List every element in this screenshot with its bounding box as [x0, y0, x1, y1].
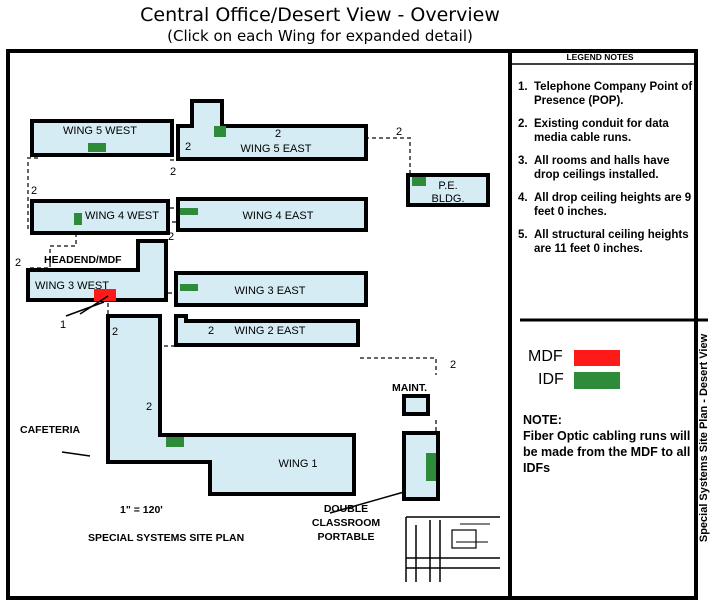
- headend-mdf-label: HEADEND/MDF: [44, 254, 122, 266]
- wing-5-east-label: WING 5 EAST: [241, 143, 312, 155]
- callout-2: 2: [112, 326, 118, 338]
- wing-5-east[interactable]: [176, 99, 368, 161]
- wing-1[interactable]: [106, 314, 356, 496]
- pe-building-label-2: BLDG.: [431, 193, 464, 205]
- legend-heading: LEGEND NOTES: [566, 52, 634, 62]
- portable-label-1: DOUBLE: [324, 503, 368, 515]
- wing-2-east[interactable]: [174, 314, 360, 347]
- portable-label-3: PORTABLE: [318, 531, 375, 543]
- wing-3-east-label: WING 3 EAST: [235, 285, 306, 297]
- leader-lines: [61, 295, 405, 514]
- callout-2: 2: [31, 185, 37, 197]
- legend-note: 4.All drop ceiling heights are 9 feet 0 …: [518, 192, 692, 218]
- double-classroom-portable[interactable]: [402, 431, 440, 501]
- wing-4-west[interactable]: [30, 199, 170, 235]
- idf-swatch: [574, 372, 620, 389]
- callout-2: 2: [275, 128, 281, 140]
- legend-note: 3.All rooms and halls have drop ceilings…: [518, 155, 670, 181]
- wing-3-east[interactable]: [174, 271, 368, 307]
- cafeteria-label: CAFETERIA: [20, 424, 81, 436]
- callout-2: 2: [146, 401, 152, 413]
- mdf-key-label: MDF: [528, 348, 563, 365]
- legend-notes-list: 1.Telephone Company Point of Presence (P…: [518, 80, 693, 265]
- mdf-marker: [94, 289, 116, 301]
- maint-label: MAINT.: [392, 382, 427, 394]
- callout-2: 2: [15, 257, 21, 269]
- vertical-caption: Special Systems Site Plan - Desert View: [698, 333, 710, 543]
- portable-label-2: CLASSROOM: [312, 517, 381, 529]
- callout-2: 2: [208, 325, 214, 337]
- note-text: Fiber Optic cabling runs will be made fr…: [523, 429, 691, 475]
- mdf-swatch: [574, 350, 620, 366]
- legend-note: 5.All structural ceiling heights are 11 …: [518, 229, 689, 255]
- legend-frame: [508, 49, 698, 600]
- wing-3-west[interactable]: [26, 239, 168, 302]
- callout-2: 2: [396, 126, 402, 138]
- wing-5-west[interactable]: [30, 119, 174, 157]
- wing-5-west-label: WING 5 WEST: [63, 125, 137, 137]
- pe-building[interactable]: [406, 173, 490, 207]
- wing-2-east-label: WING 2 EAST: [235, 325, 306, 337]
- wing-1-label: WING 1: [278, 458, 317, 470]
- callout-2: 2: [185, 141, 191, 153]
- pe-building-label-1: P.E.: [438, 180, 457, 192]
- scale-label: 1" = 120': [120, 504, 163, 516]
- callout-2: 2: [170, 166, 176, 178]
- wing-4-east[interactable]: [176, 197, 368, 232]
- maint-building[interactable]: [402, 394, 430, 416]
- note-title: NOTE:: [523, 413, 562, 427]
- site-plan-label: SPECIAL SYSTEMS SITE PLAN: [88, 532, 244, 544]
- wing-4-west-label: WING 4 WEST: [85, 210, 159, 222]
- legend-note: 1.Telephone Company Point of Presence (P…: [518, 81, 693, 107]
- vicinity-map: [405, 516, 500, 582]
- page-title: Central Office/Desert View - Overview: [140, 4, 500, 26]
- page-subtitle: (Click on each Wing for expanded detail): [167, 27, 473, 45]
- wing-3-west-label: WING 3 WEST: [35, 280, 109, 292]
- fiber-note: NOTE: Fiber Optic cabling runs will be m…: [523, 412, 703, 476]
- idf-key-label: IDF: [538, 371, 564, 388]
- callout-2: 2: [168, 231, 174, 243]
- callout-1: 1: [60, 319, 66, 331]
- callout-2: 2: [450, 359, 456, 371]
- wing-4-east-label: WING 4 EAST: [243, 210, 314, 222]
- legend-note: 2.Existing conduit for data media cable …: [518, 118, 669, 144]
